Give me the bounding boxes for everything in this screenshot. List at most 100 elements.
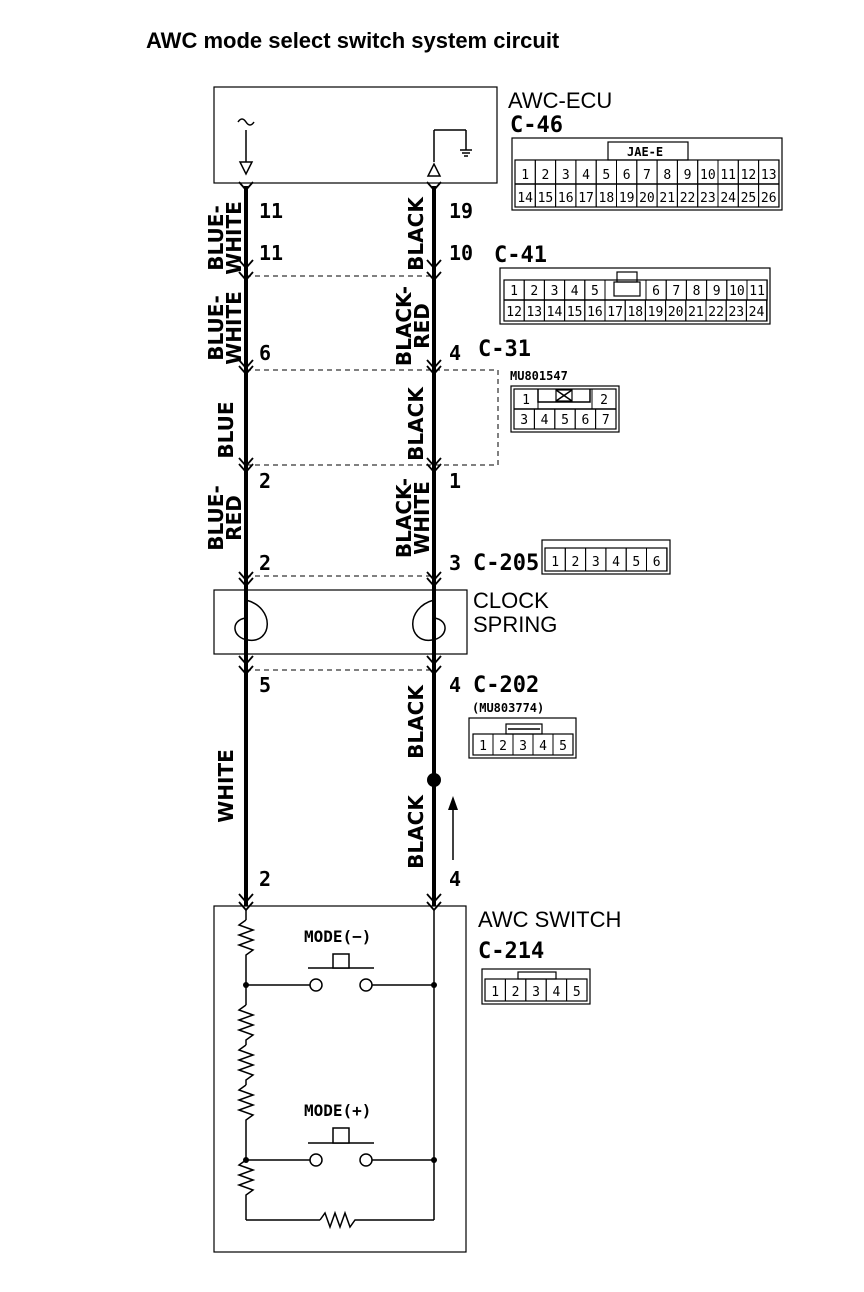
connector-chevron xyxy=(238,365,254,376)
switch-name: AWC SWITCH xyxy=(478,907,621,932)
c46-row2-cell-label: 18 xyxy=(599,191,615,206)
c214-cell-label: 4 xyxy=(552,985,560,1000)
c31-row2-cell-label: 5 xyxy=(561,413,569,428)
ecu-input-symbol xyxy=(237,118,255,176)
c41-row2-cell-label: 15 xyxy=(567,305,583,320)
connector-chevron xyxy=(238,893,254,904)
c41-row2-cell-label: 21 xyxy=(688,305,704,320)
c41-row1b-cell-label: 8 xyxy=(693,284,701,299)
connector-chevron xyxy=(426,577,442,588)
connector-chevron xyxy=(426,181,442,192)
c214-cell-label: 2 xyxy=(512,985,520,1000)
c214-cell-label: 5 xyxy=(573,985,581,1000)
c31-part-number: MU801547 xyxy=(510,369,568,383)
seg2-right-label-2: RED xyxy=(410,303,434,349)
c202-cell-label: 1 xyxy=(479,739,487,754)
ecu-pin-left: 11 xyxy=(259,199,283,223)
c205-cell-label: 4 xyxy=(612,555,620,570)
connector-chevron xyxy=(238,457,254,468)
splice-point xyxy=(427,773,441,787)
clock-spring-box xyxy=(213,589,468,655)
c41-row1b-cell-label: 6 xyxy=(652,284,660,299)
ecu-pin-right: 19 xyxy=(449,199,473,223)
c46-row1-cell-label: 4 xyxy=(582,168,590,183)
ecu-name: AWC-ECU xyxy=(508,88,612,113)
c31-row2-cell xyxy=(595,408,617,430)
c46-row1-cell-label: 8 xyxy=(663,168,671,183)
seg2-right-label-1: BLACK- xyxy=(392,286,416,366)
resistor-r5 xyxy=(236,1159,256,1220)
c46-tag: JAE-E xyxy=(627,145,663,159)
c41-connector-id: C-41 xyxy=(494,243,547,268)
c41-row2-cell xyxy=(745,299,768,322)
ecu-connector-id: C-46 xyxy=(510,113,563,138)
seg3-right-label: BLACK xyxy=(404,386,428,461)
c41-pin-right: 10 xyxy=(449,241,473,265)
c46-row2-cell-label: 22 xyxy=(680,191,696,206)
c205-cell-label: 2 xyxy=(572,555,580,570)
c202-pin-right: 4 xyxy=(449,673,461,697)
seg3-left-label: BLUE xyxy=(214,401,238,458)
c31-row1-cell-label: 2 xyxy=(600,393,608,408)
seg1-left-label-1: BLUE- xyxy=(204,205,228,270)
c205-cell-label: 6 xyxy=(653,555,661,570)
c46-row1-cell-label: 2 xyxy=(542,168,550,183)
resistor-r4 xyxy=(236,1084,256,1125)
c31-pin-left: 6 xyxy=(259,341,271,365)
c46-row2-cell-label: 16 xyxy=(558,191,574,206)
c202-connector-id: C-202 xyxy=(473,673,539,698)
switch-pin-left: 2 xyxy=(259,867,271,891)
clock-spring-coil-left xyxy=(234,599,268,641)
seg2-left-label-1: BLUE- xyxy=(204,295,228,360)
c205-cell-label: 5 xyxy=(632,555,640,570)
c41-row2-cell-label: 18 xyxy=(627,305,643,320)
connector-chevron xyxy=(426,655,442,666)
c202-cell xyxy=(552,733,574,756)
c205-cell-label: 3 xyxy=(592,555,600,570)
c202-cell-label: 3 xyxy=(519,739,527,754)
c31-connector-id: C-31 xyxy=(478,337,531,362)
resistor-r3 xyxy=(236,1044,256,1085)
connector-chevron xyxy=(238,463,254,474)
c31-dash xyxy=(246,369,499,466)
c205-connector-id: C-205 xyxy=(473,551,539,576)
connector-chevron xyxy=(426,571,442,582)
switch-internal-circuit xyxy=(236,910,437,1230)
c46-row2-cell-label: 15 xyxy=(538,191,554,206)
c46-row1-cell-label: 1 xyxy=(521,168,529,183)
c46-row2-cell-label: 23 xyxy=(700,191,716,206)
c41-row1a-cell-label: 2 xyxy=(530,284,538,299)
c205-cell-label: 1 xyxy=(551,555,559,570)
c31-pin-right: 4 xyxy=(449,341,461,365)
resistor-r6 xyxy=(319,1210,362,1230)
clock-spring-label-2: SPRING xyxy=(473,612,557,637)
c41-row1a-cell-label: 4 xyxy=(571,284,579,299)
connector-chevron xyxy=(426,359,442,370)
c41-row2-cell-label: 12 xyxy=(506,305,522,320)
switch-pin-right: 4 xyxy=(449,867,461,891)
c41-row1b-cell-label: 11 xyxy=(749,284,765,299)
c202-part-number: (MU803774) xyxy=(472,701,544,715)
c41-pin-left: 11 xyxy=(259,241,283,265)
resistor-r1 xyxy=(236,919,256,985)
c46-row1-cell-label: 11 xyxy=(720,168,736,183)
connector-chevron xyxy=(426,271,442,282)
c46-row1-cell-label: 12 xyxy=(741,168,757,183)
c46-row2-cell-label: 19 xyxy=(619,191,635,206)
c46-row2-cell-label: 14 xyxy=(517,191,533,206)
page-title: AWC mode select switch system circuit xyxy=(146,28,560,53)
c41-row1b-cell-label: 9 xyxy=(713,284,721,299)
junction-pin-left: 2 xyxy=(259,469,271,493)
ecu-box xyxy=(213,86,498,184)
seg4-left-label-1: BLUE- xyxy=(204,485,228,550)
connector-chevron xyxy=(238,571,254,582)
connector-chevron xyxy=(426,457,442,468)
connector-chevron xyxy=(426,259,442,270)
switch-box xyxy=(213,905,467,1253)
c214-cell-label: 1 xyxy=(491,985,499,1000)
c41-row1a-cell-label: 5 xyxy=(591,284,599,299)
